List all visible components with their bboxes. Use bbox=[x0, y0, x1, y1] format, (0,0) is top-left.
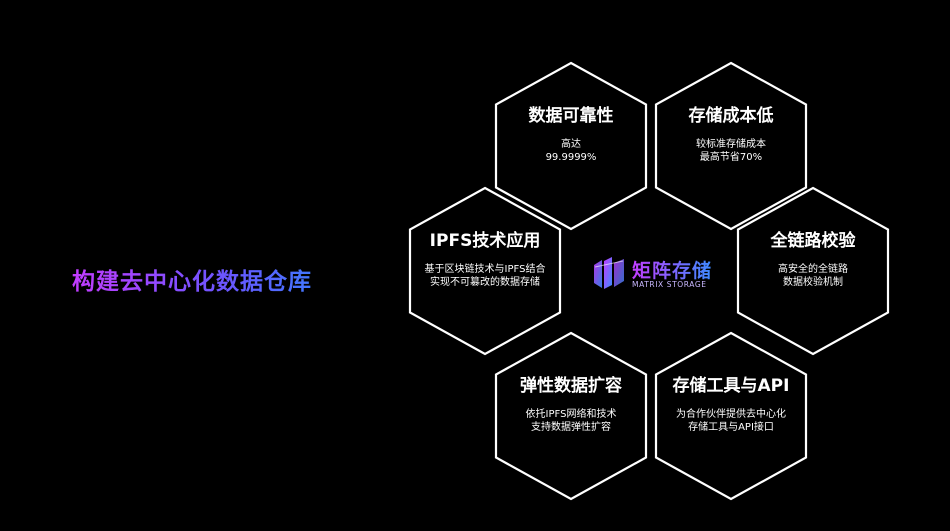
hex-title: 存储工具与API bbox=[672, 376, 790, 396]
hex-elastic-expansion: 弹性数据扩容 依托IPFS网络和技术 支持数据弹性扩容 bbox=[493, 331, 649, 501]
hex-desc: 高安全的全链路 数据校验机制 bbox=[743, 263, 883, 289]
hexagon-outline bbox=[408, 186, 562, 356]
hex-desc-line-2: 99.9999% bbox=[545, 152, 597, 163]
hex-desc-line-1: 高安全的全链路 bbox=[778, 264, 848, 275]
hex-title: 数据可靠性 bbox=[528, 106, 614, 126]
hex-low-cost: 存储成本低 较标准存储成本 最高节省70% bbox=[653, 61, 809, 231]
hex-desc-line-1: 为合作伙伴提供去中心化 bbox=[676, 409, 786, 420]
matrix-storage-logo: 矩阵存储 MATRIX STORAGE bbox=[590, 253, 720, 293]
hex-desc: 高达 99.9999% bbox=[501, 138, 641, 164]
hex-desc: 较标准存储成本 最高节省70% bbox=[661, 138, 801, 164]
hex-desc: 为合作伙伴提供去中心化 存储工具与API接口 bbox=[661, 408, 801, 434]
logo-name: 矩阵存储 bbox=[632, 256, 712, 283]
hex-ipfs-tech: IPFS技术应用 基于区块链技术与IPFS结合 实现不可篡改的数据存储 bbox=[407, 186, 563, 356]
hex-title: 弹性数据扩容 bbox=[520, 376, 622, 396]
hex-title: IPFS技术应用 bbox=[429, 231, 541, 251]
hexagon-outline bbox=[654, 61, 808, 231]
hex-desc-line-2: 数据校验机制 bbox=[783, 277, 843, 288]
hex-desc-line-2: 存储工具与API接口 bbox=[688, 422, 774, 433]
hexagon-outline bbox=[736, 186, 890, 356]
hex-desc-line-1: 高达 bbox=[561, 139, 581, 150]
hex-desc: 依托IPFS网络和技术 支持数据弹性扩容 bbox=[501, 408, 641, 434]
headline: 构建去中心化数据仓库 bbox=[72, 262, 352, 296]
hex-desc: 基于区块链技术与IPFS结合 实现不可篡改的数据存储 bbox=[415, 263, 555, 289]
hex-data-reliability: 数据可靠性 高达 99.9999% bbox=[493, 61, 649, 231]
hex-title: 存储成本低 bbox=[688, 106, 774, 126]
hexagon-outline bbox=[494, 331, 648, 501]
hex-title: 全链路校验 bbox=[770, 231, 856, 251]
hex-desc-line-2: 实现不可篡改的数据存储 bbox=[430, 277, 540, 288]
logo-subtitle: MATRIX STORAGE bbox=[632, 280, 707, 289]
hex-full-chain-check: 全链路校验 高安全的全链路 数据校验机制 bbox=[735, 186, 891, 356]
hex-desc-line-1: 基于区块链技术与IPFS结合 bbox=[424, 264, 546, 275]
hex-desc-line-1: 依托IPFS网络和技术 bbox=[525, 409, 617, 420]
hex-desc-line-1: 较标准存储成本 bbox=[696, 139, 766, 150]
hex-desc-line-2: 最高节省70% bbox=[699, 152, 763, 163]
hexagon-outline bbox=[494, 61, 648, 231]
matrix-cube-icon bbox=[594, 257, 624, 289]
hex-storage-tools-api: 存储工具与API 为合作伙伴提供去中心化 存储工具与API接口 bbox=[653, 331, 809, 501]
hex-desc-line-2: 支持数据弹性扩容 bbox=[531, 422, 611, 433]
hexagon-outline bbox=[654, 331, 808, 501]
